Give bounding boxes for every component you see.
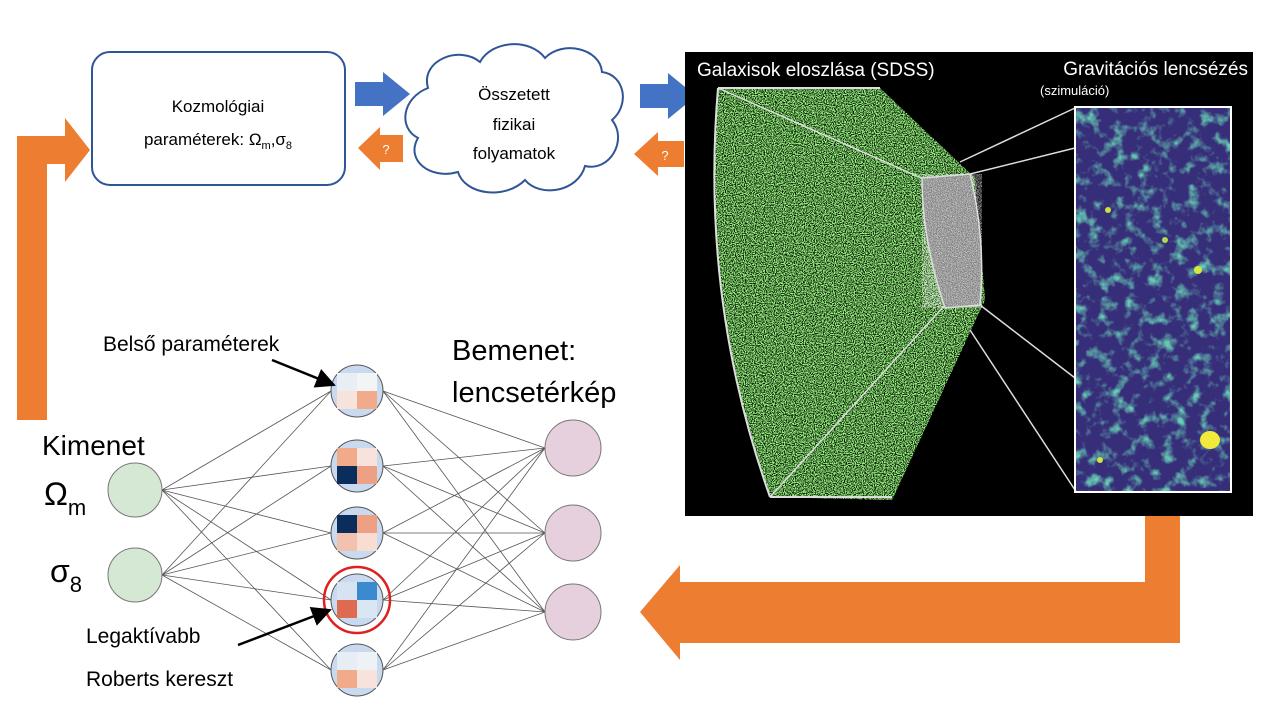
physics-processes-cloud: Összetett fizikai folyamatok (404, 43, 624, 194)
highlight-ring (322, 565, 392, 635)
hidden-layer (322, 364, 392, 697)
hidden-node-5 (330, 643, 384, 697)
output-layer: Kimenet Ωm σ8 (42, 430, 163, 603)
hidden-node-2 (330, 439, 384, 493)
output-node-sigma (107, 547, 163, 603)
output-label: Kimenet (42, 430, 145, 461)
input-node-3 (544, 583, 602, 641)
params-line1: Kozmológiai (172, 97, 265, 116)
svg-text:fizikai: fizikai (493, 115, 536, 134)
galaxy-title: Galaxisok eloszlása (SDSS) (697, 60, 935, 81)
cosmological-parameters-box: Kozmológiai paraméterek: Ωm,σ8 (91, 51, 346, 186)
lensing-subtitle: (szimuláció) (1040, 83, 1109, 98)
svg-text:folyamatok: folyamatok (473, 144, 556, 163)
svg-text:Összetett: Összetett (478, 85, 550, 104)
input-label-line1: Bemenet: (452, 335, 576, 367)
input-node-2 (544, 504, 602, 562)
roberts-cross-annotation: Legaktívabb Roberts kereszt (86, 607, 332, 691)
lensing-map (1074, 106, 1232, 493)
output-node-omega (107, 462, 163, 518)
blue-arrow-to-galaxy (640, 73, 696, 119)
hidden-node-4-highlighted (322, 565, 392, 635)
svg-text:?: ? (382, 142, 389, 157)
feedback-arrow-bottom (640, 508, 1180, 660)
input-node-1 (544, 419, 602, 477)
lensing-title: Gravitációs lencsézés (1063, 59, 1248, 80)
svg-text:Legaktívabb: Legaktívabb (86, 625, 200, 648)
internal-params-annotation: Belső paraméterek (103, 333, 336, 388)
hidden-node-3 (330, 506, 384, 560)
network-connections (161, 390, 546, 671)
galaxy-distribution-panel: Galaxisok eloszlása (SDSS) Gravitációs l… (685, 52, 1253, 516)
question-arrow-2: ? (634, 132, 684, 176)
omega-m-label: Ωm (44, 476, 86, 520)
hidden-node-1 (330, 364, 384, 418)
blue-arrow-to-cloud (355, 72, 410, 116)
question-arrow-1: ? (358, 127, 403, 170)
svg-text:Roberts kereszt: Roberts kereszt (86, 668, 233, 691)
input-label-line2: lencsetérkép (452, 377, 616, 409)
svg-text:?: ? (661, 148, 668, 163)
svg-text:Belső paraméterek: Belső paraméterek (103, 333, 280, 356)
sigma-8-label: σ8 (50, 553, 82, 597)
input-layer: Bemenet: lencsetérkép (452, 335, 616, 641)
params-line2: paraméterek: Ωm,σ8 (144, 130, 292, 152)
feedback-arrow-left (17, 118, 90, 420)
